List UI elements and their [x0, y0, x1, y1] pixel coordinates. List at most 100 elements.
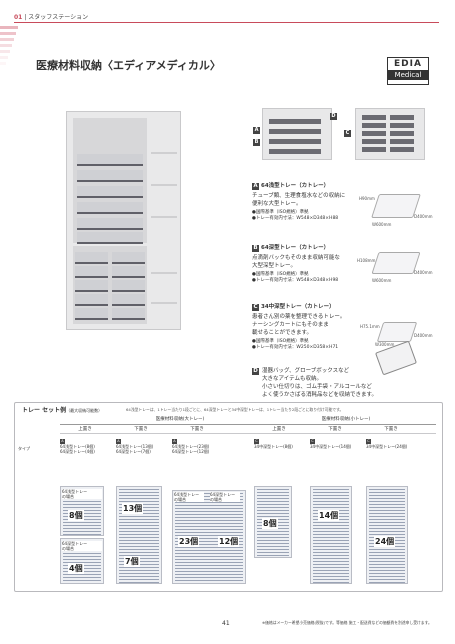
tray-line — [119, 570, 159, 571]
tray-line — [119, 576, 159, 577]
item-desc: よく使うかさばる消耗品などを収納できます。 — [262, 392, 377, 398]
tray-line — [119, 531, 159, 532]
item-tag: A — [252, 183, 259, 190]
tray-line — [63, 522, 101, 523]
page-title: 医療材料収納〈エディアメディカル〉 — [36, 59, 221, 72]
dim-w: W600mm — [372, 222, 392, 227]
col-line: 64浅型トレー(8個) — [60, 444, 95, 449]
item-name: 34中深型トレー — [261, 304, 302, 310]
tray-line — [313, 534, 349, 535]
tray-line — [119, 492, 159, 493]
brand-line1: EDIA — [394, 59, 422, 69]
tray-line — [119, 540, 159, 541]
tray-line — [175, 547, 243, 548]
set-title-sub: （最大収納可能数） — [66, 408, 103, 413]
tray-line — [257, 498, 289, 499]
tray-line — [119, 516, 159, 517]
stack-c5 — [310, 486, 352, 584]
tray-line — [369, 561, 405, 562]
tray-line — [369, 534, 405, 535]
item-desc: 小さい仕切りは、ゴム手袋・アルコールなど — [262, 384, 372, 390]
case-label: 64浅型トレー の場合 — [174, 492, 204, 502]
tray-line — [313, 492, 349, 493]
dim-w: W600mm — [372, 278, 392, 283]
tray-line — [175, 493, 243, 494]
tray-line — [257, 540, 289, 541]
tray-line — [257, 504, 289, 505]
type-label: タイプ — [18, 446, 30, 451]
count-label: 24個 — [374, 536, 396, 547]
stack-c6 — [366, 486, 408, 584]
tray-line — [175, 550, 243, 551]
item-desc: 患者さん別の薬を整理できるトレー。 — [252, 314, 346, 320]
col-head: 上置き — [78, 427, 92, 432]
tray-line — [175, 538, 243, 539]
tray-line — [119, 573, 159, 574]
col-head: 下置き — [190, 427, 204, 432]
cabinet-image — [66, 111, 181, 330]
item-desc: 載せることができます。 — [252, 330, 312, 336]
label-d: D — [330, 113, 337, 120]
tray-line — [175, 532, 243, 533]
tray-line — [369, 516, 405, 517]
tray-line — [119, 582, 159, 583]
tray-line — [257, 507, 289, 508]
tray-line — [313, 573, 349, 574]
tray-line — [257, 546, 289, 547]
section-title: スタッフステーション — [28, 14, 89, 21]
tray-line — [63, 553, 101, 554]
tray-line — [175, 505, 243, 506]
tray-line — [369, 549, 405, 550]
tray-line — [369, 570, 405, 571]
tray-line — [175, 526, 243, 527]
tray-line — [369, 522, 405, 523]
tray-line — [257, 549, 289, 550]
tray-line — [119, 549, 159, 550]
label-c: C — [344, 130, 351, 137]
tray-line — [313, 498, 349, 499]
tray-line — [369, 564, 405, 565]
tray-line — [175, 568, 243, 569]
tray-line — [313, 579, 349, 580]
group-large-label: 医療材料収納(大トレー) — [155, 417, 205, 422]
col-tag: C — [254, 439, 259, 444]
tray-line — [369, 555, 405, 556]
tray-line — [119, 552, 159, 553]
col-tag: A — [60, 439, 65, 444]
tray-line — [369, 513, 405, 514]
tray-line — [175, 553, 243, 554]
cabinet-detail-a-b — [262, 108, 332, 160]
tray-line — [313, 495, 349, 496]
count-label: 8個 — [262, 518, 278, 529]
tray-line — [369, 507, 405, 508]
dim-d: D400mm — [414, 333, 433, 338]
tray-line — [63, 525, 101, 526]
tray-line — [119, 555, 159, 556]
tray-c-image — [376, 322, 418, 342]
item-d: D 湿器バッグ、グローブボックスなど大きなアイテムも収納。小さい仕切りは、ゴム手… — [252, 367, 442, 399]
case-label: 64深型トレー の場合 — [210, 492, 240, 502]
tray-line — [257, 492, 289, 493]
tray-line — [369, 510, 405, 511]
col-head: 下置き — [328, 427, 342, 432]
cabinet-detail-c — [355, 108, 425, 160]
item-spec: ●トレー有効内寸法：W548×D348×H98 — [252, 278, 339, 283]
tray-line — [313, 564, 349, 565]
tray-line — [257, 516, 289, 517]
set-title: トレー セット例（最大収納可能数） — [22, 405, 102, 414]
tray-line — [63, 559, 101, 560]
tray-line — [257, 555, 289, 556]
item-tag: B — [252, 245, 259, 252]
item-tag: D — [252, 368, 259, 375]
tray-line — [63, 580, 101, 581]
tray-line — [369, 567, 405, 568]
tray-line — [369, 579, 405, 580]
tray-line — [119, 528, 159, 529]
tray-line — [313, 501, 349, 502]
item-sub: （カトレー） — [301, 304, 335, 310]
tray-line — [119, 525, 159, 526]
